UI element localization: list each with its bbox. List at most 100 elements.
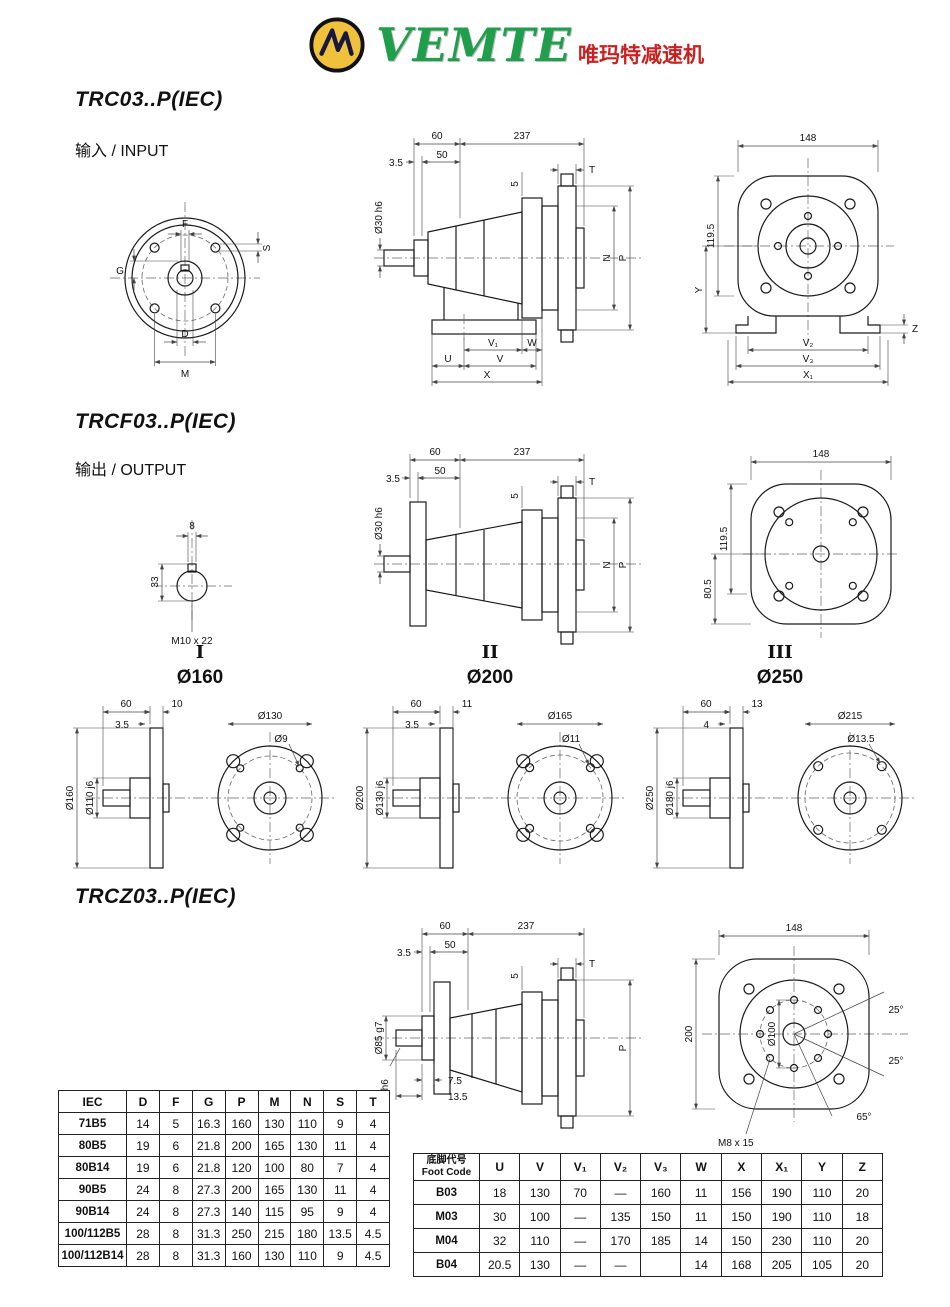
dim-60-label: 60 <box>700 699 712 710</box>
column-header: M <box>257 1090 292 1113</box>
dim-50-label: 50 <box>444 940 456 951</box>
dim-60-label: 60 <box>431 131 443 142</box>
dim-v2-label: V₂ <box>803 338 814 349</box>
table-cell: 95 <box>290 1200 325 1223</box>
table-cell <box>640 1252 682 1277</box>
dim-3-5-label: 3.5 <box>389 158 403 169</box>
row-header: 100/112B5 <box>58 1222 127 1245</box>
dim-50-label: 50 <box>436 150 448 161</box>
dim-s-label: S <box>262 244 273 251</box>
table-cell: 190 <box>761 1180 803 1205</box>
dim-bolt-circle-label: Ø215 <box>838 711 863 722</box>
dim-237-label: 237 <box>518 921 535 932</box>
column-header: Y <box>801 1153 843 1181</box>
dim-n-label: N <box>602 254 613 261</box>
table-cell: 18 <box>841 1204 884 1229</box>
table-cell: 140 <box>224 1200 259 1223</box>
table-cell: 19 <box>126 1156 160 1179</box>
column-header: W <box>680 1153 722 1181</box>
table-cell: 13.5 <box>323 1222 358 1245</box>
dim-hole-label: Ø11 <box>562 734 581 745</box>
table-cell: 21.8 <box>191 1134 226 1157</box>
table-cell: 110 <box>801 1204 843 1229</box>
trcf-side-view-drawing: 60 237 3.5 50 5 T Ø30 h6 N P <box>374 447 642 645</box>
dim-5-label: 5 <box>510 973 521 979</box>
dim-hub-dia-label: Ø110 j6 <box>85 780 96 815</box>
table-cell: 115 <box>257 1200 292 1223</box>
brand-name-cn: 唯玛特减速机 <box>577 43 704 67</box>
table-cell: 21.8 <box>191 1156 226 1179</box>
table-cell: 4.5 <box>356 1222 390 1245</box>
table-cell: 150 <box>640 1204 682 1229</box>
dim-bolt-circle-label: Ø165 <box>548 711 573 722</box>
table-cell: 110 <box>801 1228 843 1253</box>
dim-119-5-label: 119.5 <box>706 223 717 248</box>
table-cell: 31.3 <box>191 1222 226 1245</box>
table-cell: 24 <box>126 1200 160 1223</box>
table-cell: 110 <box>290 1112 325 1135</box>
dim-5-label: 5 <box>510 493 521 499</box>
dim-recess-label: 3.5 <box>405 720 419 731</box>
dim-hole-label: Ø13.5 <box>847 734 875 745</box>
dim-recess-label: 4 <box>703 720 709 731</box>
dim-v3-label: V₃ <box>803 354 814 365</box>
table-cell: 11 <box>680 1204 722 1229</box>
table-cell: 8 <box>158 1244 193 1267</box>
dim-shaft-dia-label: Ø30 h6 <box>374 201 385 234</box>
dim-n-label: N <box>602 561 613 568</box>
trcf-rear-view-drawing: 148 119.5 80.5 <box>703 449 899 638</box>
dim-33-label: 33 <box>150 576 161 588</box>
table-cell: — <box>559 1252 601 1277</box>
column-header: P <box>224 1090 259 1113</box>
dim-y-label: Y <box>694 286 705 293</box>
dim-t-label: T <box>589 165 595 176</box>
table-cell: 11 <box>323 1134 358 1157</box>
table-cell: 110 <box>290 1244 325 1267</box>
table-cell: 120 <box>224 1156 259 1179</box>
dim-width-label: 10 <box>171 699 183 710</box>
table-cell: 4 <box>356 1134 390 1157</box>
table-cell: 14 <box>680 1228 722 1253</box>
table-cell: 80 <box>290 1156 325 1179</box>
table-cell: 11 <box>323 1178 358 1201</box>
column-header: T <box>356 1090 390 1113</box>
dim-8-label: 8 <box>189 521 195 532</box>
table-cell: 20 <box>841 1252 884 1277</box>
table-cell: 200 <box>224 1134 259 1157</box>
dim-x-label: X <box>484 370 491 381</box>
dim-3-5-label: 3.5 <box>397 948 411 959</box>
row-header: B03 <box>413 1180 480 1205</box>
table-cell: 14 <box>680 1252 722 1277</box>
table-cell: 165 <box>257 1178 292 1201</box>
variant-ii-size: Ø200 <box>466 667 514 688</box>
trc-front-view-drawing: F S G D M <box>110 202 273 380</box>
table-cell: 185 <box>640 1228 682 1253</box>
dim-200-label: 200 <box>684 1025 695 1042</box>
table-cell: 130 <box>290 1178 325 1201</box>
dim-p-label: P <box>618 254 629 261</box>
dim-u-label: U <box>444 354 451 365</box>
dim-z-label: Z <box>912 324 918 335</box>
table-cell: 24 <box>126 1178 160 1201</box>
table-cell: 11 <box>680 1180 722 1205</box>
dim-148-label: 148 <box>813 449 830 460</box>
dim-119-5-label: 119.5 <box>719 526 730 551</box>
table-cell: 31.3 <box>191 1244 226 1267</box>
table-cell: 9 <box>323 1112 358 1135</box>
table-cell: 180 <box>290 1222 325 1245</box>
page-header: VEMTE 唯玛特减速机 <box>308 16 704 74</box>
brand-name: VEMTE <box>376 18 572 72</box>
table-cell: 130 <box>519 1180 561 1205</box>
table-cell: 28 <box>126 1222 160 1245</box>
column-header: 底脚代号 Foot Code <box>413 1153 480 1181</box>
row-header: 100/112B14 <box>58 1244 127 1267</box>
dim-60-label: 60 <box>410 699 422 710</box>
table-cell: — <box>559 1204 601 1229</box>
